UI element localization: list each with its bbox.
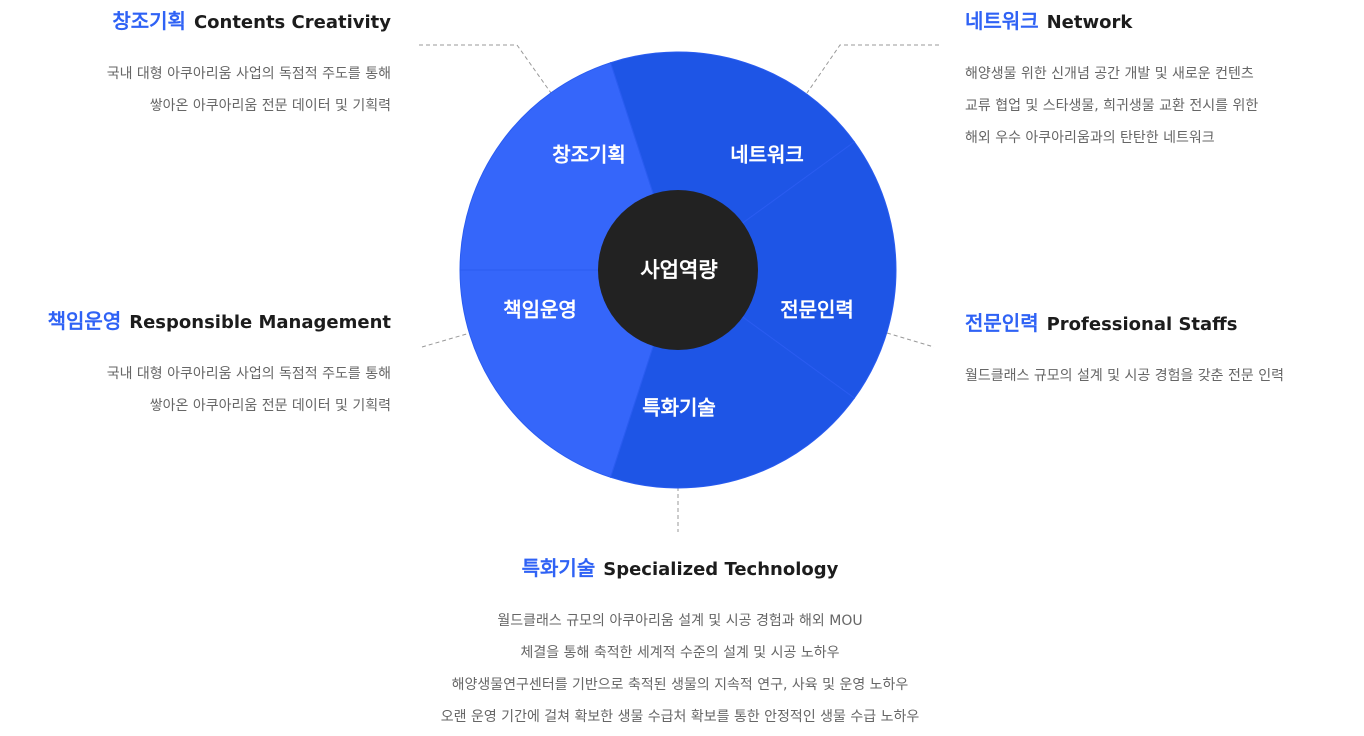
description-line: 해외 우수 아쿠아리움과의 탄탄한 네트워크 — [965, 130, 1215, 146]
contents-creativity-block: 창조기획 Contents Creativity 국내 대형 아쿠아리움 사업의 … — [20, 7, 391, 122]
center-circle — [598, 190, 758, 350]
description-line: 해양생물 위한 신개념 공간 개발 및 새로운 컨텐츠 — [965, 66, 1254, 82]
specialized-technology-heading: 특화기술 Specialized Technology — [380, 554, 980, 584]
contents-creativity-description: 국내 대형 아쿠아리움 사업의 독점적 주도를 통해 쌓아온 아쿠아리움 전문 … — [20, 58, 391, 122]
responsible-management-heading: 책임운영 Responsible Management — [20, 307, 391, 337]
responsible-management-block: 책임운영 Responsible Management 국내 대형 아쿠아리움 사… — [20, 307, 391, 422]
description-line: 오랜 운영 기간에 걸쳐 확보한 생물 수급처 확보를 통한 안정적인 생물 수… — [440, 709, 920, 725]
description-line: 월드클래스 규모의 아쿠아리움 설계 및 시공 경험과 해외 MOU — [497, 613, 863, 629]
description-line: 국내 대형 아쿠아리움 사업의 독점적 주도를 통해 — [106, 66, 391, 82]
network-heading: 네트워크 Network — [965, 7, 1345, 37]
description-line: 체결을 통해 축적한 세계적 수준의 설계 및 시공 노하우 — [520, 645, 840, 661]
professional-staffs-description: 월드클래스 규모의 설계 및 시공 경험을 갖춘 전문 인력 — [965, 360, 1345, 392]
contents-creativity-ko-title: 창조기획 — [112, 9, 186, 33]
leader-line-network — [806, 44, 939, 94]
description-line: 월드클래스 규모의 설계 및 시공 경험을 갖춘 전문 인력 — [965, 368, 1284, 384]
responsible-management-description: 국내 대형 아쿠아리움 사업의 독점적 주도를 통해 쌓아온 아쿠아리움 전문 … — [20, 358, 391, 422]
leader-line-contents — [419, 44, 552, 94]
description-line: 국내 대형 아쿠아리움 사업의 독점적 주도를 통해 — [106, 366, 391, 382]
description-line: 교류 협업 및 스타생물, 희귀생물 교환 전시를 위한 — [965, 98, 1259, 114]
specialized-technology-ko-title: 특화기술 — [521, 556, 596, 580]
professional-staffs-block: 전문인력 Professional Staffs 월드클래스 규모의 설계 및 시… — [965, 309, 1345, 392]
segment-label-network: 네트워크 — [730, 143, 804, 167]
center-label: 사업역량 — [640, 258, 717, 282]
specialized-technology-description: 월드클래스 규모의 아쿠아리움 설계 및 시공 경험과 해외 MOU 체결을 통… — [380, 605, 980, 733]
network-en-title: Network — [1046, 12, 1133, 33]
network-ko-title: 네트워크 — [965, 9, 1039, 33]
segment-label-professional: 전문인력 — [780, 298, 854, 322]
leader-line-responsible — [421, 332, 471, 348]
responsible-management-en-title: Responsible Management — [129, 312, 391, 333]
description-line: 해양생물연구센터를 기반으로 축적된 생물의 지속적 연구, 사육 및 운영 노… — [451, 677, 909, 693]
specialized-technology-block: 특화기술 Specialized Technology 월드클래스 규모의 아쿠아… — [380, 554, 980, 733]
contents-creativity-en-title: Contents Creativity — [193, 12, 391, 33]
wedge-specialized — [677, 141, 897, 399]
leader-line-professional — [886, 332, 935, 348]
professional-staffs-heading: 전문인력 Professional Staffs — [965, 309, 1345, 339]
contents-creativity-heading: 창조기획 Contents Creativity — [20, 7, 391, 37]
professional-staffs-ko-title: 전문인력 — [965, 311, 1039, 335]
specialized-technology-en-title: Specialized Technology — [603, 559, 839, 580]
professional-staffs-en-title: Professional Staffs — [1046, 314, 1238, 335]
network-description: 해양생물 위한 신개념 공간 개발 및 새로운 컨텐츠 교류 협업 및 스타생물… — [965, 58, 1345, 154]
segment-label-contents: 창조기획 — [552, 143, 626, 167]
description-line: 쌓아온 아쿠아리움 전문 데이터 및 기획력 — [149, 98, 391, 114]
network-block: 네트워크 Network 해양생물 위한 신개념 공간 개발 및 새로운 컨텐츠 … — [965, 7, 1345, 154]
description-line: 쌓아온 아쿠아리움 전문 데이터 및 기획력 — [149, 398, 391, 414]
responsible-management-ko-title: 책임운영 — [47, 309, 122, 333]
segment-label-responsible: 책임운영 — [503, 298, 577, 322]
segment-label-specialized: 특화기술 — [642, 396, 716, 420]
